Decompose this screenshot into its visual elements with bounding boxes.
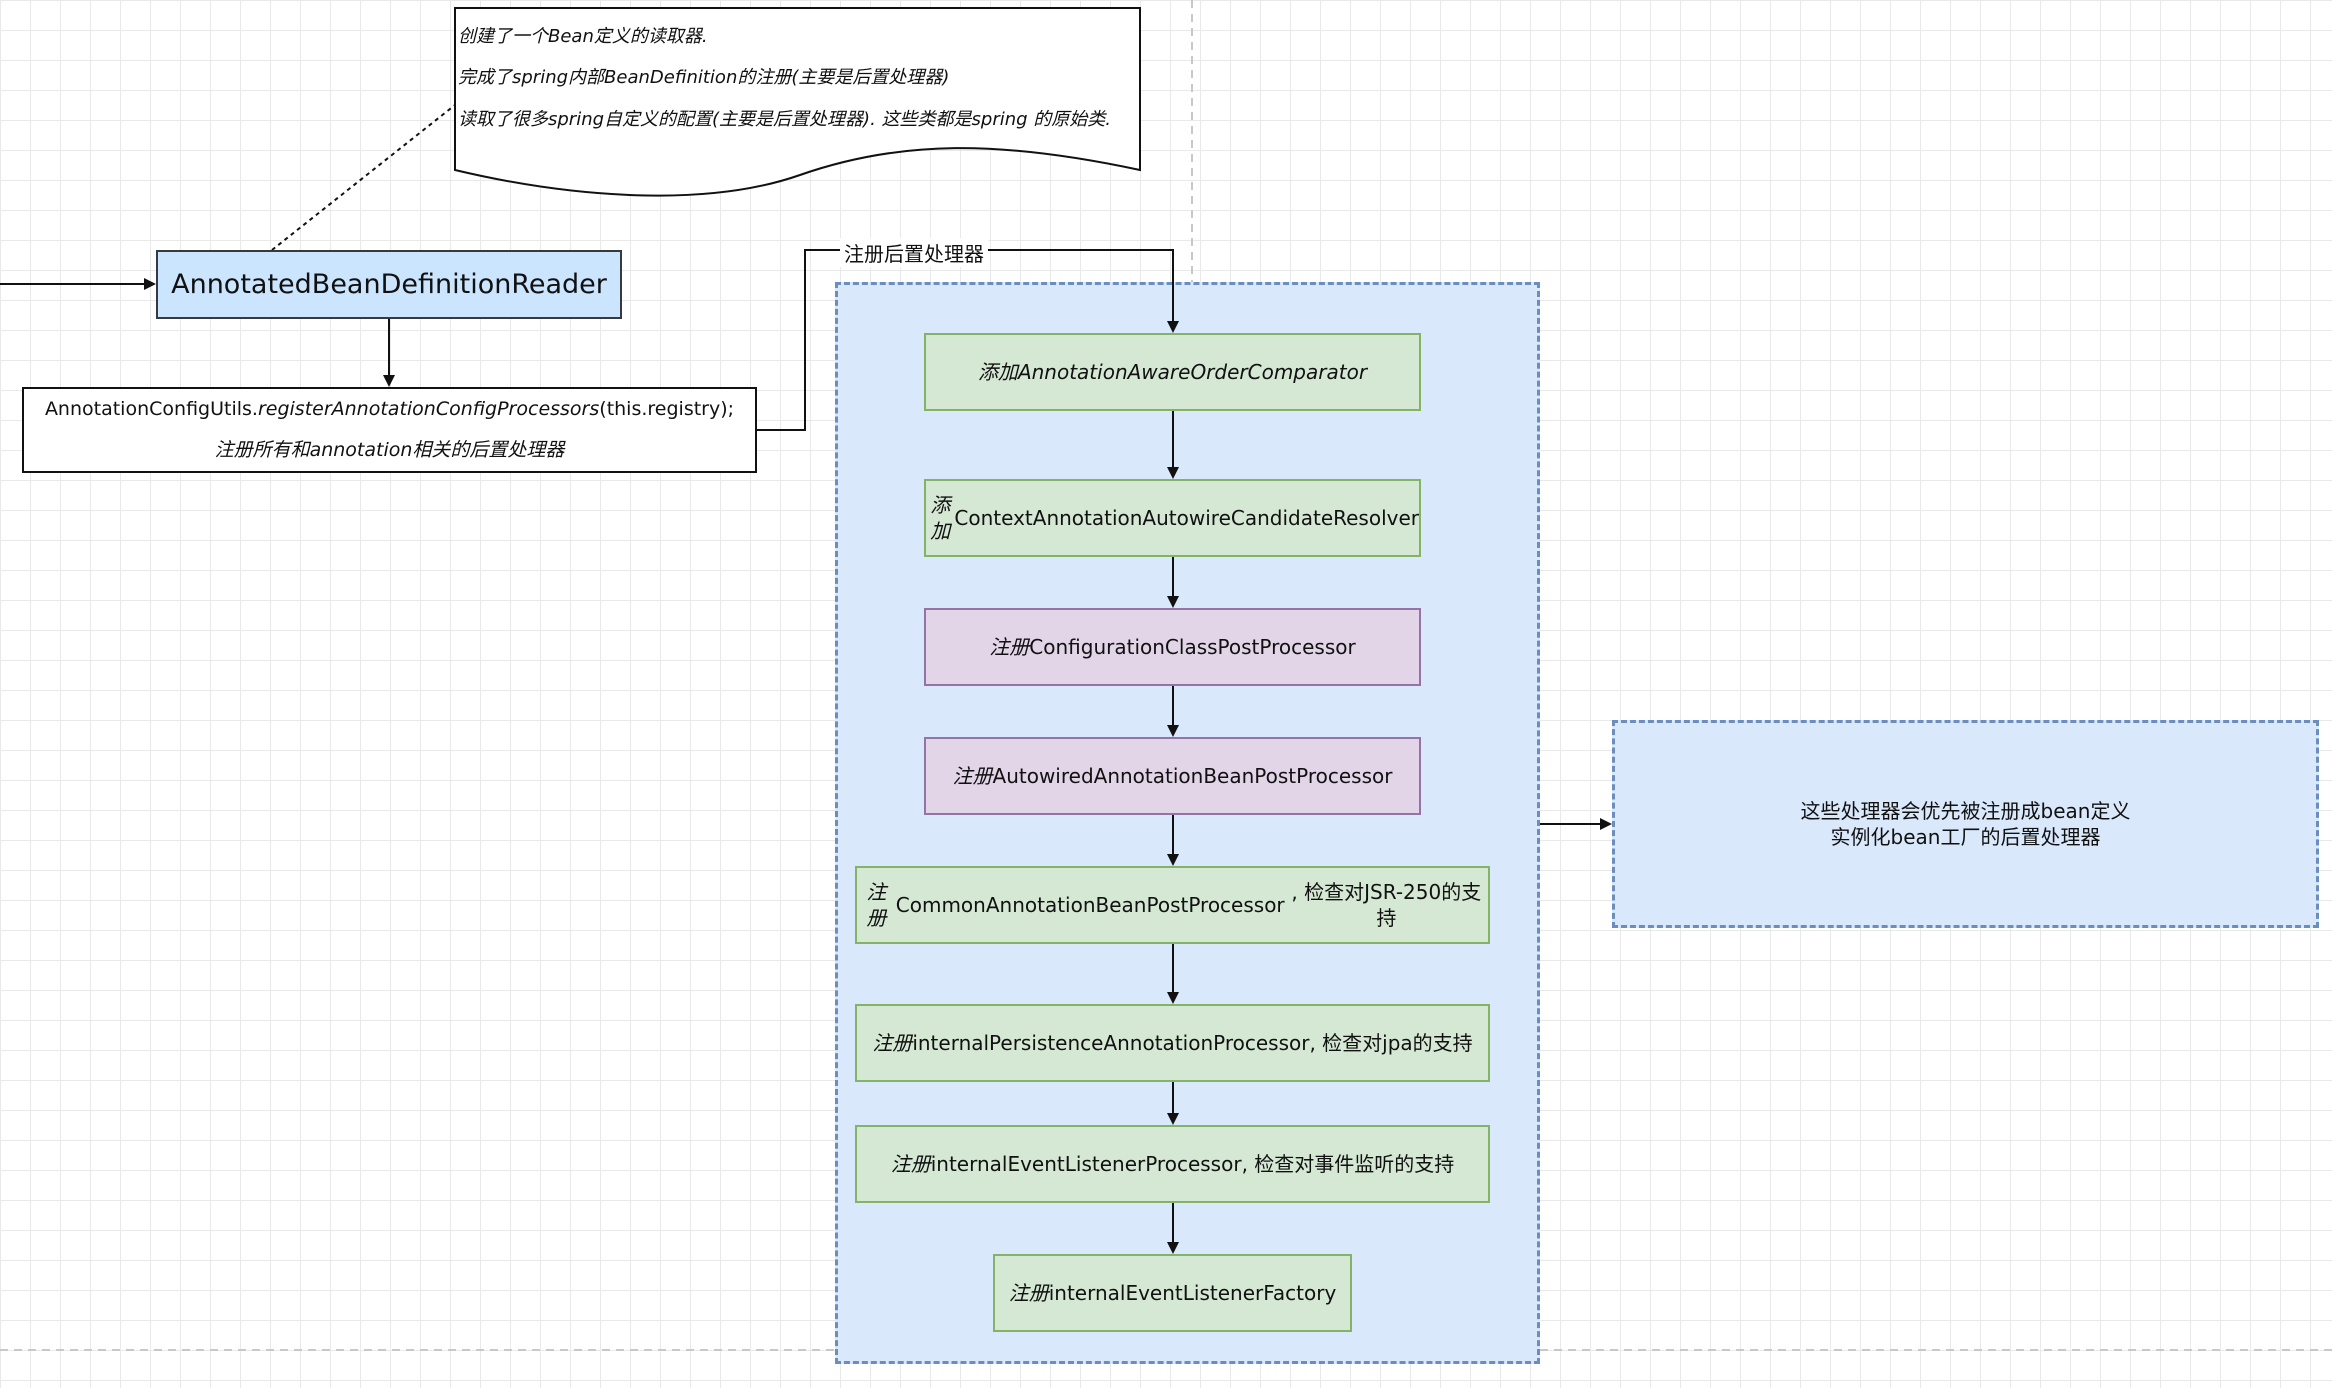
utils-box: AnnotationConfigUtils.registerAnnotation… [22, 387, 757, 473]
reader-box: AnnotatedBeanDefinitionReader [156, 250, 622, 319]
note-line1: 创建了一个Bean定义的读取器. [458, 26, 708, 47]
side-note-line2: 实例化bean工厂的后置处理器 [1830, 825, 2101, 849]
step-5-suffix: , 检查对JSR-250的支持 [1291, 880, 1482, 930]
edge-label-register: 注册后置处理器 [840, 238, 988, 267]
step-register-common-annotation: 注册 CommonAnnotationBeanPostProcessor, 检查对… [855, 866, 1490, 944]
note-line3: 读取了很多spring自定义的配置(主要是后置处理器). 这些类都是spring… [458, 109, 1112, 130]
step-8-name: internalEventListenerFactory [1048, 1281, 1337, 1305]
step-6-suffix: , 检查对jpa的支持 [1309, 1031, 1473, 1055]
step-1-prefix: 添加 [977, 360, 1018, 384]
side-note-box [1612, 720, 2319, 928]
side-note-line1: 这些处理器会优先被注册成bean定义 [1800, 799, 2131, 823]
note-line2: 完成了spring内部BeanDefinition的注册(主要是后置处理器) [458, 67, 950, 88]
step-4-name: AutowiredAnnotationBeanPostProcessor [992, 764, 1393, 788]
step-5-name: CommonAnnotationBeanPostProcessor [895, 893, 1285, 917]
step-6-prefix: 注册 [872, 1031, 913, 1055]
step-6-name: internalPersistenceAnnotationProcessor [912, 1031, 1310, 1055]
step-5-prefix: 注册 [866, 880, 887, 930]
step-7-prefix: 注册 [890, 1152, 931, 1176]
utils-line2: 注册所有和annotation相关的后置处理器 [214, 439, 565, 461]
utils-line1: AnnotationConfigUtils.registerAnnotation… [45, 397, 734, 422]
reader-label: AnnotatedBeanDefinitionReader [171, 268, 607, 300]
utils-suffix: (this.registry); [599, 398, 735, 421]
step-3-name: ConfigurationClassPostProcessor [1029, 635, 1356, 659]
side-note-text: 这些处理器会优先被注册成bean定义 实例化bean工厂的后置处理器 [1612, 720, 2319, 928]
step-2-name: ContextAnnotationAutowireCandidateResolv… [954, 506, 1419, 530]
step-1-name: AnnotationAwareOrderComparator [1017, 360, 1368, 384]
utils-prefix: AnnotationConfigUtils. [44, 398, 258, 421]
utils-method: registerAnnotationConfigProcessors [257, 398, 600, 421]
step-4-prefix: 注册 [952, 764, 993, 788]
step-8-prefix: 注册 [1008, 1281, 1049, 1305]
step-7-name: internalEventListenerProcessor [930, 1152, 1242, 1176]
step-3-prefix: 注册 [989, 635, 1030, 659]
step-7-suffix: , 检查对事件监听的支持 [1241, 1152, 1455, 1176]
step-2-prefix: 添加 [930, 493, 951, 543]
